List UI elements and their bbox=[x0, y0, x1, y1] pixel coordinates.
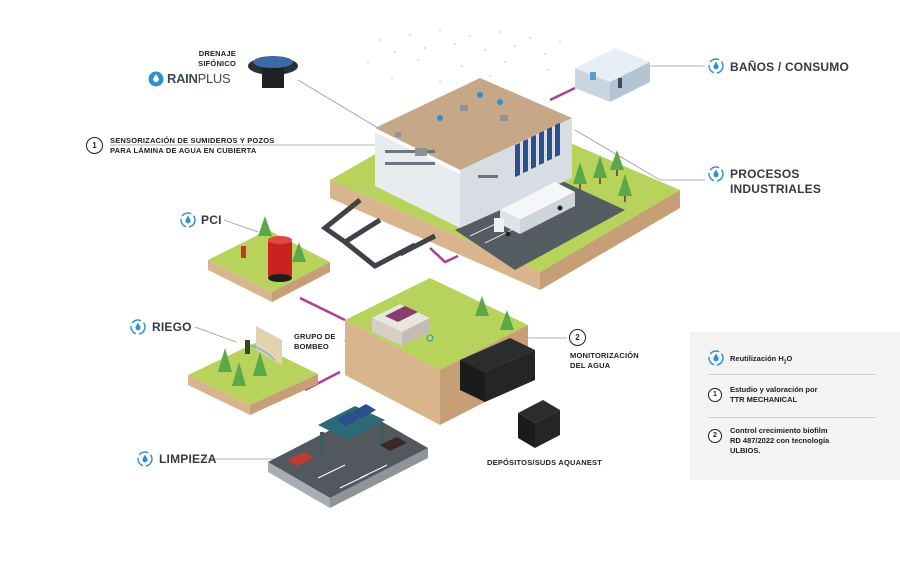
monitor-line-2: DEL AGUA bbox=[570, 361, 611, 370]
water-drop-icon bbox=[130, 319, 146, 335]
legend-item-2-line-3: ULBIOS. bbox=[730, 446, 761, 455]
water-drop-icon bbox=[708, 58, 724, 74]
riego-platform bbox=[188, 326, 318, 415]
drenaje-line-2: SIFÓNICO bbox=[198, 59, 236, 68]
legend-panel: Reutilización H2O 1 Estudio y valoración… bbox=[690, 332, 900, 480]
sensorizacion-label: SENSORIZACIÓN DE SUMIDEROS Y POZOS PARA … bbox=[110, 136, 274, 156]
factory-building bbox=[375, 78, 572, 228]
limpieza-platform bbox=[268, 404, 428, 508]
legend-reutilizacion: Reutilización H2O bbox=[730, 354, 792, 368]
legend-reutilizacion-sub: 2 bbox=[783, 359, 787, 366]
legend-reutilizacion-text: Reutilización H bbox=[730, 354, 784, 363]
grupo-bombeo-label: GRUPO DE BOMBEO bbox=[294, 332, 336, 352]
water-drop-icon bbox=[180, 212, 196, 228]
monitor-line-1: MONITORIZACIÓN bbox=[570, 351, 639, 360]
drenaje-line-1: DRENAJE bbox=[198, 49, 236, 58]
aquanest-tanks bbox=[460, 338, 560, 448]
grupo-line-2: BOMBEO bbox=[294, 342, 329, 351]
rainplus-logo-part-b: PLUS bbox=[197, 71, 231, 86]
bathroom-room bbox=[575, 48, 650, 102]
monitorizacion-label: MONITORIZACIÓN DEL AGUA bbox=[570, 351, 639, 371]
legend-divider bbox=[708, 374, 876, 375]
pci-label: PCI bbox=[201, 213, 222, 227]
banos-label: BAÑOS / CONSUMO bbox=[730, 60, 850, 74]
rainplus-logo-icon bbox=[148, 71, 164, 87]
water-drop-icon bbox=[708, 350, 724, 366]
legend-item-1-line-1: Estudio y valoración por bbox=[730, 385, 818, 394]
sensorizacion-line-2: PARA LÁMINA DE AGUA EN CUBIERTA bbox=[110, 146, 257, 155]
water-drop-icon bbox=[137, 451, 153, 467]
rainplus-logo-part-a: RAIN bbox=[167, 71, 198, 86]
number-circle-icon: 1 bbox=[708, 388, 722, 402]
legend-item-2-line-1: Control crecimiento biofilm bbox=[730, 426, 828, 435]
procesos-line-1: PROCESOS bbox=[730, 167, 800, 181]
truck bbox=[494, 182, 575, 237]
grupo-line-1: GRUPO DE bbox=[294, 332, 336, 341]
drenaje-label: DRENAJE SIFÓNICO bbox=[196, 49, 236, 69]
water-drop-icon bbox=[708, 166, 724, 182]
rain-dots bbox=[367, 29, 561, 83]
legend-reutilizacion-end: O bbox=[786, 354, 793, 363]
procesos-label: PROCESOS INDUSTRIALES bbox=[730, 167, 821, 197]
legend-divider bbox=[708, 417, 876, 418]
legend-item-2-line-2: RD 487/2022 con tecnología bbox=[730, 436, 830, 445]
procesos-line-2: INDUSTRIALES bbox=[730, 182, 822, 196]
number-circle-icon: 2 bbox=[569, 329, 586, 346]
siphonic-drain bbox=[248, 56, 298, 88]
sensorizacion-line-1: SENSORIZACIÓN DE SUMIDEROS Y POZOS bbox=[110, 136, 275, 145]
number-circle-icon: 1 bbox=[86, 137, 103, 154]
pci-platform bbox=[208, 216, 330, 302]
legend-item-1: Estudio y valoración por TTR MECHANICAL bbox=[730, 385, 818, 405]
legend-item-2: Control crecimiento biofilm RD 487/2022 … bbox=[730, 426, 829, 456]
limpieza-label: LIMPIEZA bbox=[159, 452, 217, 466]
depositos-label: DEPÓSITOS/SUDS AQUANEST bbox=[487, 458, 603, 467]
number-circle-icon: 2 bbox=[708, 429, 722, 443]
rainplus-logo: RAINPLUS bbox=[167, 71, 231, 86]
trees-factory bbox=[573, 150, 632, 202]
riego-label: RIEGO bbox=[152, 320, 192, 334]
legend-item-1-line-2: TTR MECHANICAL bbox=[730, 395, 798, 404]
